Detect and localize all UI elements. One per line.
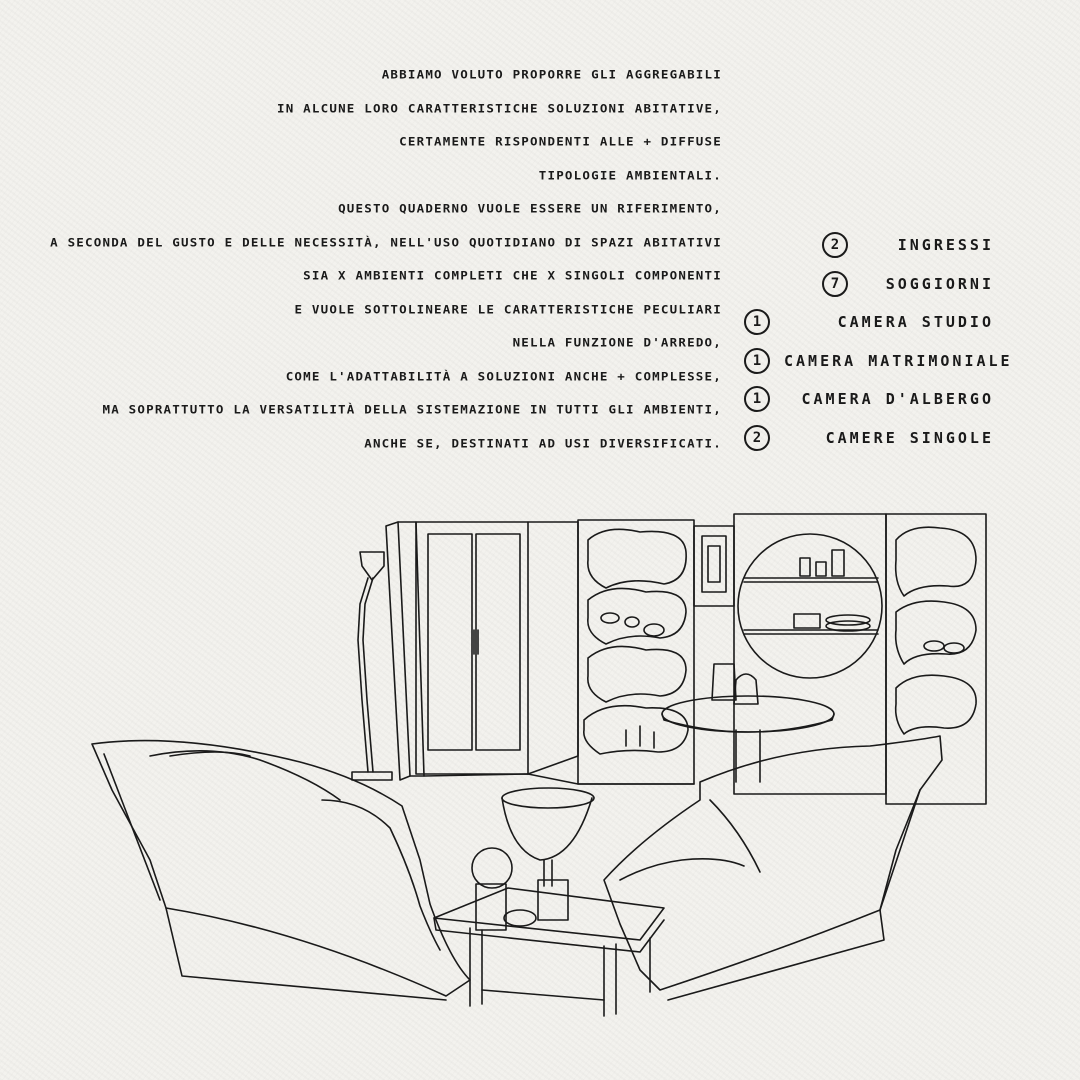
intro-line: SIA X AMBIENTI COMPLETI CHE X SINGOLI CO… [303, 268, 722, 283]
intro-line: CERTAMENTE RISPONDENTI ALLE + DIFFUSE [399, 134, 722, 149]
intro-line: ANCHE SE, DESTINATI AD USI DIVERSIFICATI… [364, 436, 722, 450]
intro-line: NELLA FUNZIONE D'ARREDO, [512, 335, 722, 350]
index-item: 2 INGRESSI [744, 226, 994, 265]
intro-text: ABBIAMO VOLUTO PROPORRE GLI AGGREGABILI … [50, 58, 722, 460]
floor-lamp [351, 551, 393, 781]
intro-line: IN ALCUNE LORO CARATTERISTICHE SOLUZIONI… [276, 101, 722, 115]
index-label: INGRESSI [897, 236, 994, 255]
intro-line: A SECONDA DEL GUSTO E DELLE NECESSITÀ, N… [50, 235, 722, 249]
round-table [661, 663, 835, 783]
index-label: CAMERA STUDIO [837, 313, 994, 332]
intro-line: QUESTO QUADERNO VUOLE ESSERE UN RIFERIME… [338, 201, 722, 216]
intro-line: E VUOLE SOTTOLINEARE LE CARATTERISTICHE … [294, 302, 722, 316]
count-badge: 1 [744, 309, 770, 336]
coffee-table [433, 787, 665, 1017]
index-item: 1 CAMERA MATRIMONIALE [744, 342, 1010, 381]
intro-line: COME L'ADATTABILITÀ A SOLUZIONI ANCHE + … [285, 369, 722, 383]
index-item: 1 CAMERA STUDIO [744, 303, 994, 342]
shelf-column-left [577, 519, 695, 785]
round-shelf-unit [733, 513, 887, 795]
intro-line: MA SOPRATTUTTO LA VERSATILITÀ DELLA SIST… [102, 402, 722, 417]
index-label: CAMERA D'ALBERGO [801, 390, 994, 409]
index-item: 1 CAMERA D'ALBERGO [744, 380, 994, 419]
sofa-left [91, 739, 471, 1001]
contents-index: 2 INGRESSI 7 SOGGIORNI 1 CAMERA STUDIO 1… [744, 226, 1010, 458]
wardrobe-unit [385, 521, 529, 781]
index-label: CAMERA MATRIMONIALE [784, 351, 1013, 370]
index-item: 2 CAMERE SINGOLE [744, 419, 994, 458]
intro-line: TIPOLOGIE AMBIENTALI. [538, 168, 722, 182]
index-label: SOGGIORNI [885, 274, 994, 293]
sofa-right [603, 735, 943, 1001]
count-badge: 7 [822, 270, 848, 297]
count-badge: 1 [744, 386, 770, 413]
index-label: CAMERE SINGOLE [825, 428, 994, 447]
count-badge: 2 [744, 424, 770, 451]
count-badge: 1 [744, 347, 770, 374]
floor-line [423, 773, 695, 785]
decor-panel [693, 525, 735, 607]
intro-line: ABBIAMO VOLUTO PROPORRE GLI AGGREGABILI [381, 67, 722, 82]
index-item: 7 SOGGIORNI [744, 265, 994, 304]
back-wall [527, 521, 579, 775]
shelf-column-right [885, 513, 987, 805]
count-badge: 2 [822, 232, 848, 259]
